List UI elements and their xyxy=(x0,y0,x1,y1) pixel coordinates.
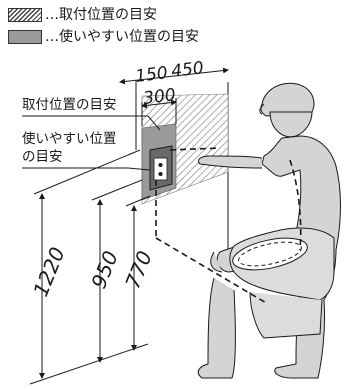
gray-swatch xyxy=(8,30,42,44)
dim-height-low: 770 xyxy=(120,247,157,291)
toilet-figure xyxy=(229,227,335,339)
dim-panel-width: 300 xyxy=(142,85,177,109)
width-dimension-lines xyxy=(119,67,229,150)
reach-guide-lines xyxy=(155,147,302,305)
label-installation: 取付位置の目安 xyxy=(22,97,117,113)
dim-height-mid: 950 xyxy=(86,247,123,291)
remote-controller xyxy=(149,145,173,191)
legend-easy-to-use: …使いやすい位置の目安 xyxy=(8,28,199,46)
dim-left-offset: 150 xyxy=(134,63,169,87)
legend-installation: …取付位置の目安 xyxy=(8,6,157,24)
legend-installation-text: …取付位置の目安 xyxy=(45,7,157,23)
height-dimension-lines xyxy=(29,149,151,385)
dim-right-offset: 450 xyxy=(170,58,205,82)
hatch-swatch xyxy=(8,8,42,22)
leader-lines xyxy=(22,115,161,171)
label-easy-to-use-line1: 使いやすい位置 xyxy=(22,131,117,147)
dim-height-top: 1220 xyxy=(28,244,69,300)
legend-easy-to-use-text: …使いやすい位置の目安 xyxy=(45,29,199,45)
label-easy-to-use-line2: の目安 xyxy=(22,149,63,165)
